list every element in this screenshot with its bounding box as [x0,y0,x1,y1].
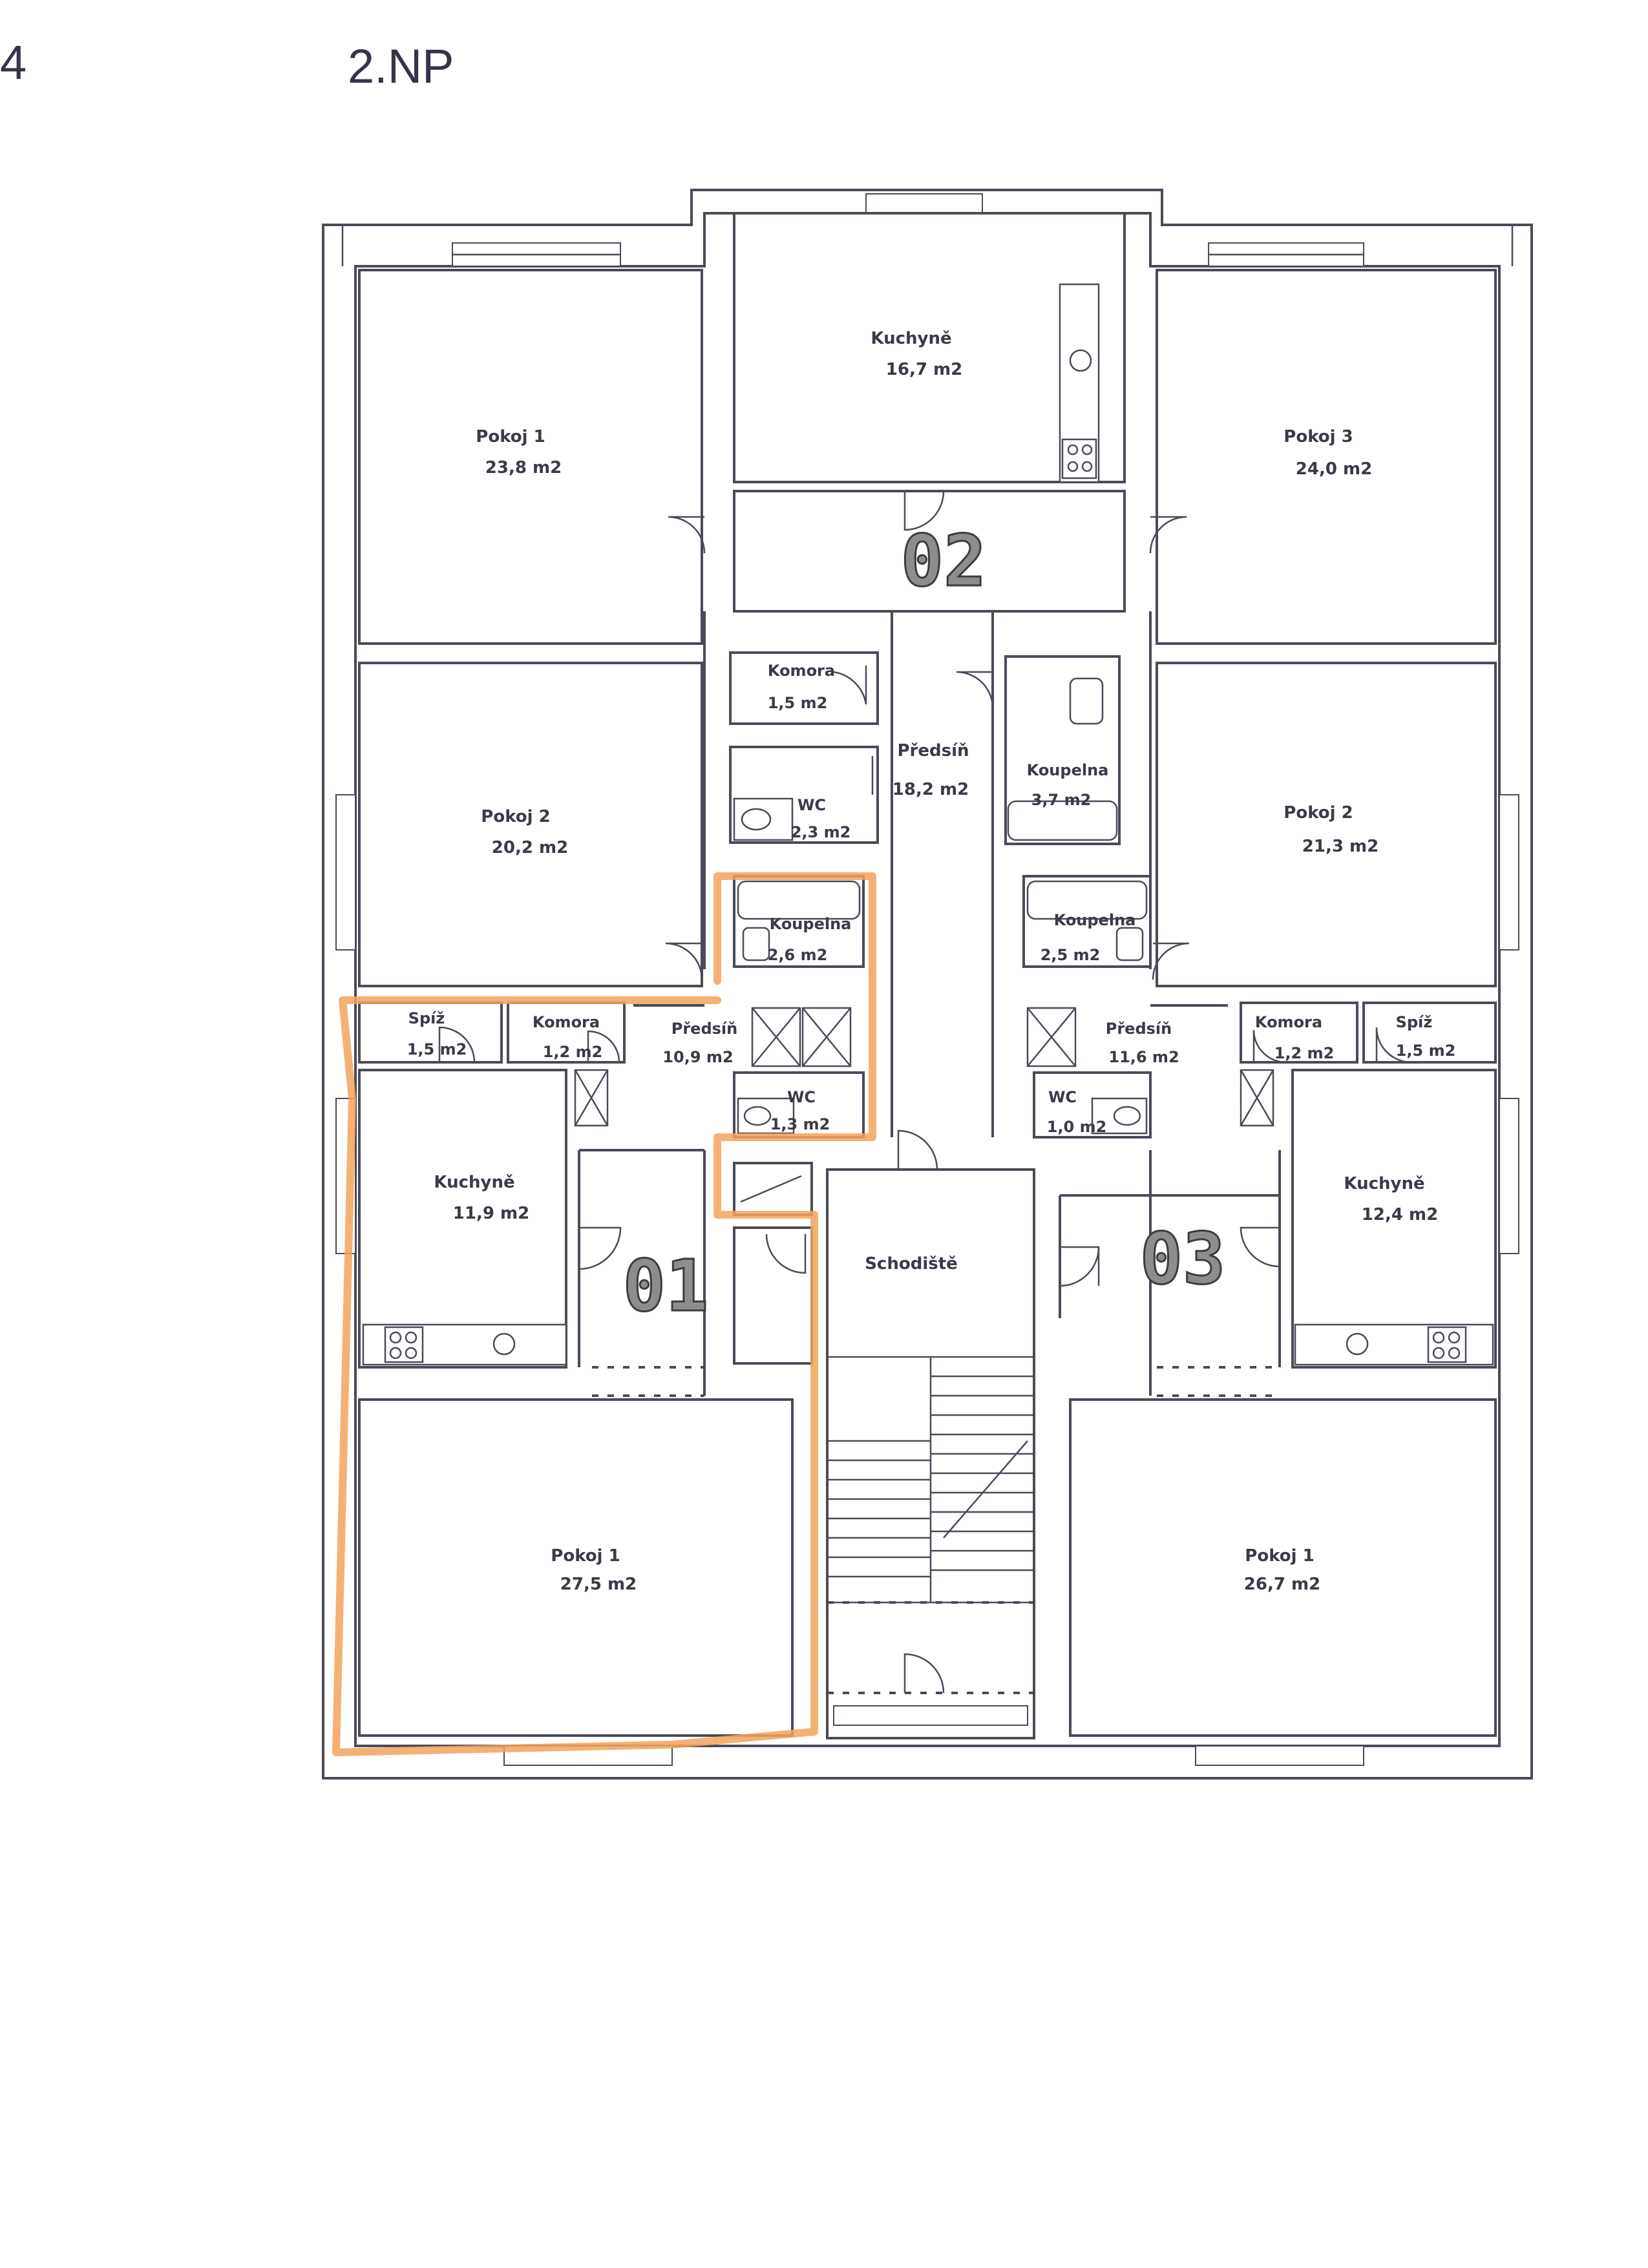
room-area: 18,2 m2 [893,780,969,799]
room-name: Komora [1255,1013,1322,1031]
corner-mark: 4 [0,36,26,89]
apartment-03 [1022,875,1497,1737]
room-name: Komora [533,1013,600,1031]
room-name: Předsíň [671,1020,737,1038]
room-name: WC [787,1088,816,1106]
room-area: 1,2 m2 [543,1043,603,1061]
apartment-number-03: 03 [1140,1217,1225,1300]
floor-label: 2.NP [348,39,454,93]
room-name: Kuchyně [871,329,951,348]
room-name: Předsíň [897,741,969,761]
room-area: 16,7 m2 [886,360,962,379]
room-area: 11,6 m2 [1108,1048,1179,1066]
room-area: 11,9 m2 [453,1204,529,1223]
room-area: 1,2 m2 [1274,1044,1335,1062]
room-name: Komora [768,662,835,680]
room-area: 23,8 m2 [485,458,562,478]
room-name: Předsíň [1106,1020,1172,1038]
room-area: 27,5 m2 [560,1575,637,1594]
room-area: 21,3 m2 [1302,837,1379,856]
room-name: Koupelna [1054,911,1136,929]
room-name: Spíž [408,1009,445,1027]
room-labels: Kuchyně 16,7 m2 Pokoj 1 23,8 m2 Pokoj 3 … [407,329,1456,1594]
room-name: WC [798,796,826,814]
room-name: Pokoj 2 [481,807,550,826]
room-name: Koupelna [770,915,852,933]
room-name: Schodiště [865,1254,958,1274]
apartment-number-02: 02 [901,520,986,602]
room-name: Pokoj 2 [1284,803,1353,823]
room-name: Pokoj 1 [1245,1546,1314,1566]
room-area: 1,0 m2 [1047,1118,1107,1136]
room-area: 3,7 m2 [1031,791,1092,809]
apartment-01 [358,875,865,1737]
room-area: 2,5 m2 [1041,946,1101,964]
room-name: Spíž [1396,1013,1433,1031]
windows [335,193,1519,1766]
highlight-outline-01 [332,872,876,1756]
room-area: 26,7 m2 [1244,1575,1320,1594]
room-name: Koupelna [1027,761,1109,779]
room-area: 1,5 m2 [407,1040,467,1058]
room-area: 24,0 m2 [1296,459,1372,479]
room-area: 1,3 m2 [770,1115,830,1133]
room-name: Kuchyně [1344,1174,1424,1193]
room-name: Pokoj 1 [551,1546,620,1566]
room-area: 10,9 m2 [662,1048,733,1066]
room-name: Kuchyně [434,1173,514,1192]
room-area: 20,2 m2 [492,838,568,857]
room-area: 2,3 m2 [791,823,851,841]
room-area: 2,6 m2 [768,946,828,964]
exterior-walls [322,189,1533,1780]
room-name: Pokoj 1 [476,427,545,446]
room-area: 1,5 m2 [768,694,828,712]
staircase [826,1129,1035,1739]
room-area: 12,4 m2 [1362,1205,1438,1224]
room-area: 1,5 m2 [1396,1042,1456,1060]
apartment-number-01: 01 [623,1244,708,1327]
room-name: WC [1048,1088,1077,1106]
room-name: Pokoj 3 [1284,427,1353,446]
apartment-02 [358,212,1497,1137]
